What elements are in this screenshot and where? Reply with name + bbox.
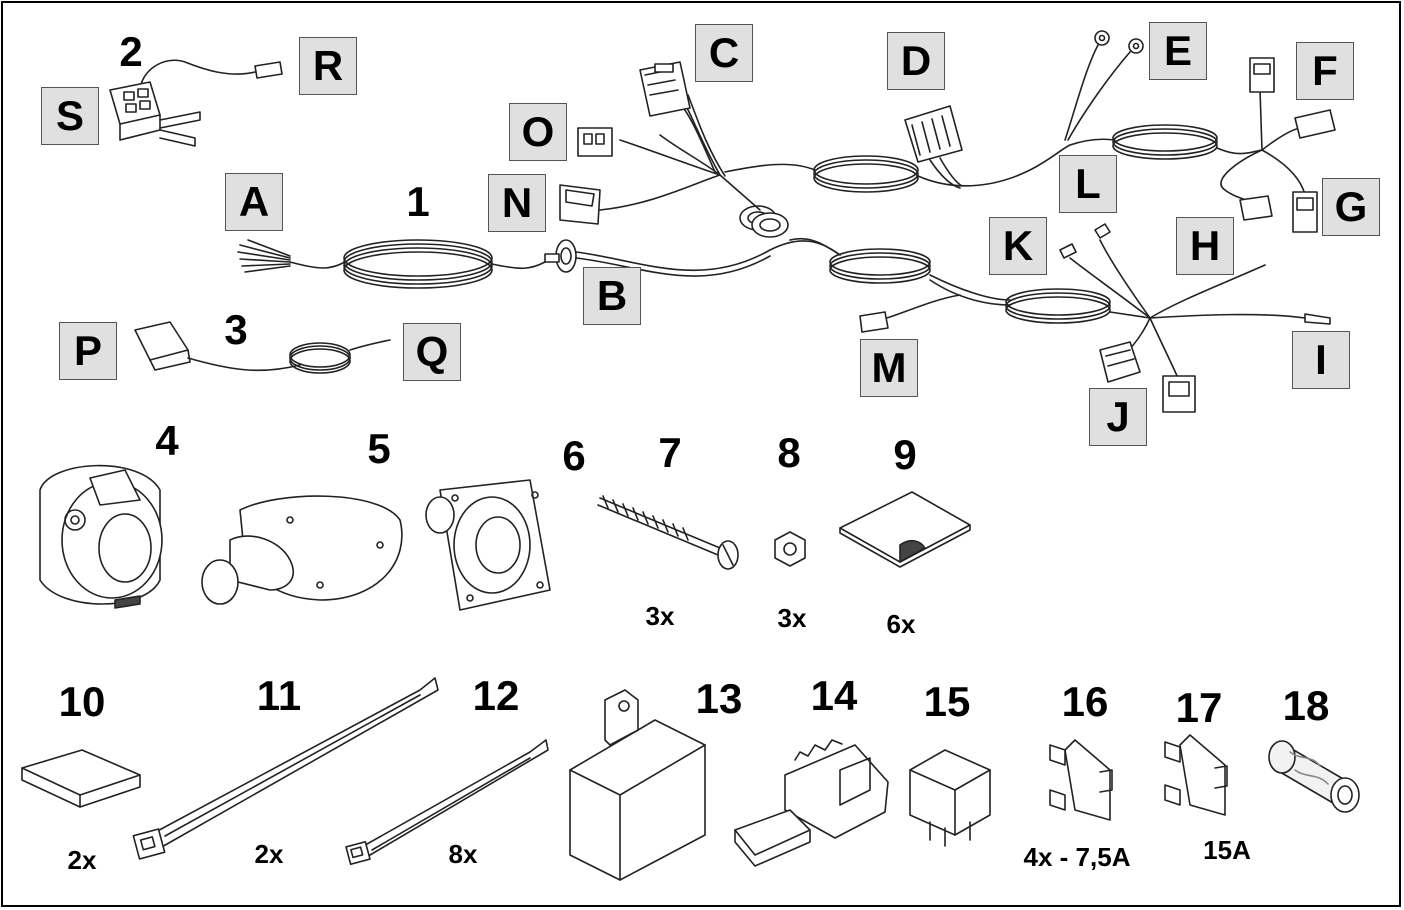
connector-label-l: L	[1059, 155, 1117, 213]
coil-d	[813, 155, 919, 193]
quantity-17: 15A	[1203, 835, 1251, 865]
connector-label-s: S	[41, 87, 99, 145]
coil-m	[829, 248, 931, 284]
connectors-j	[1099, 341, 1196, 413]
part-number-6: 6	[562, 432, 586, 479]
connector-label-i: I	[1292, 331, 1350, 389]
part-number-2: 2	[119, 28, 143, 75]
part-number-15: 15	[923, 678, 971, 725]
connector-label-b: B	[583, 267, 641, 325]
connector-c	[639, 61, 691, 117]
part-number-18: 18	[1282, 682, 1330, 729]
part-8-nut	[774, 531, 806, 567]
part-2-adapter	[109, 59, 283, 147]
connector-label-o: O	[509, 103, 567, 161]
part-12-tie	[345, 739, 549, 866]
part-number-11: 11	[256, 672, 302, 719]
coil-l	[1112, 124, 1218, 160]
part-10-pad	[21, 749, 141, 808]
connector-label-k: K	[989, 217, 1047, 275]
part-number-12: 12	[472, 672, 520, 719]
connector-n	[559, 184, 601, 225]
wire-ends-a	[237, 239, 291, 273]
quantity-8: 3x	[777, 603, 807, 633]
connector-label-e: E	[1149, 22, 1207, 80]
grommet-center	[739, 205, 789, 238]
connector-label-a: A	[225, 173, 283, 231]
part-number-1: 1	[406, 178, 430, 225]
part-number-3: 3	[224, 306, 248, 353]
connector-label-f: F	[1296, 42, 1354, 100]
part-3-cable	[134, 321, 391, 374]
connector-d	[904, 105, 963, 189]
part-11-tie	[132, 677, 439, 860]
part-17-fuse	[1164, 734, 1228, 816]
grommet-b	[544, 239, 577, 273]
part-number-10: 10	[58, 678, 106, 725]
coil-1	[343, 239, 493, 289]
connector-label-q: Q	[403, 323, 461, 381]
part-7-screw	[597, 495, 739, 570]
quantity-11: 2x	[254, 839, 284, 869]
connector-label-h: H	[1176, 217, 1234, 275]
part-number-9: 9	[893, 431, 917, 478]
part-5-plates	[201, 479, 551, 611]
connector-label-d: D	[887, 32, 945, 90]
part-4-socket	[39, 464, 163, 609]
quantity-7: 3x	[645, 601, 675, 631]
part-number-16: 16	[1061, 678, 1109, 725]
quantity-10: 2x	[67, 845, 97, 875]
connector-o	[577, 127, 613, 157]
part-18-sleeve	[1268, 740, 1360, 813]
part-9-pad	[839, 491, 971, 568]
part-number-8: 8	[777, 429, 801, 476]
part-number-14: 14	[810, 672, 858, 719]
connector-label-m: M	[860, 339, 918, 397]
quantity-16: 4x - 7,5A	[1023, 842, 1131, 872]
connector-label-n: N	[488, 174, 546, 232]
part-number-4: 4	[155, 417, 179, 464]
connector-label-p: P	[59, 322, 117, 380]
connector-label-g: G	[1322, 178, 1380, 236]
part-16-fuse	[1049, 739, 1113, 821]
part-number-17: 17	[1175, 684, 1223, 731]
quantity-12: 8x	[448, 839, 478, 869]
quantity-9: 6x	[886, 609, 916, 639]
part-13-relay	[569, 689, 706, 881]
connector-label-j: J	[1089, 388, 1147, 446]
connector-label-c: C	[695, 24, 753, 82]
connector-label-r: R	[299, 37, 357, 95]
part-number-7: 7	[658, 429, 682, 476]
connectors-f-g	[1220, 57, 1336, 233]
ring-terminals-e	[1064, 30, 1144, 141]
connector-m	[859, 311, 889, 333]
part-15-relay	[909, 749, 991, 847]
part-number-5: 5	[367, 425, 391, 472]
wiring-harness	[237, 30, 1336, 413]
part-number-13: 13	[695, 675, 743, 722]
part-14-holder	[734, 739, 889, 867]
coil-k	[1005, 288, 1111, 324]
